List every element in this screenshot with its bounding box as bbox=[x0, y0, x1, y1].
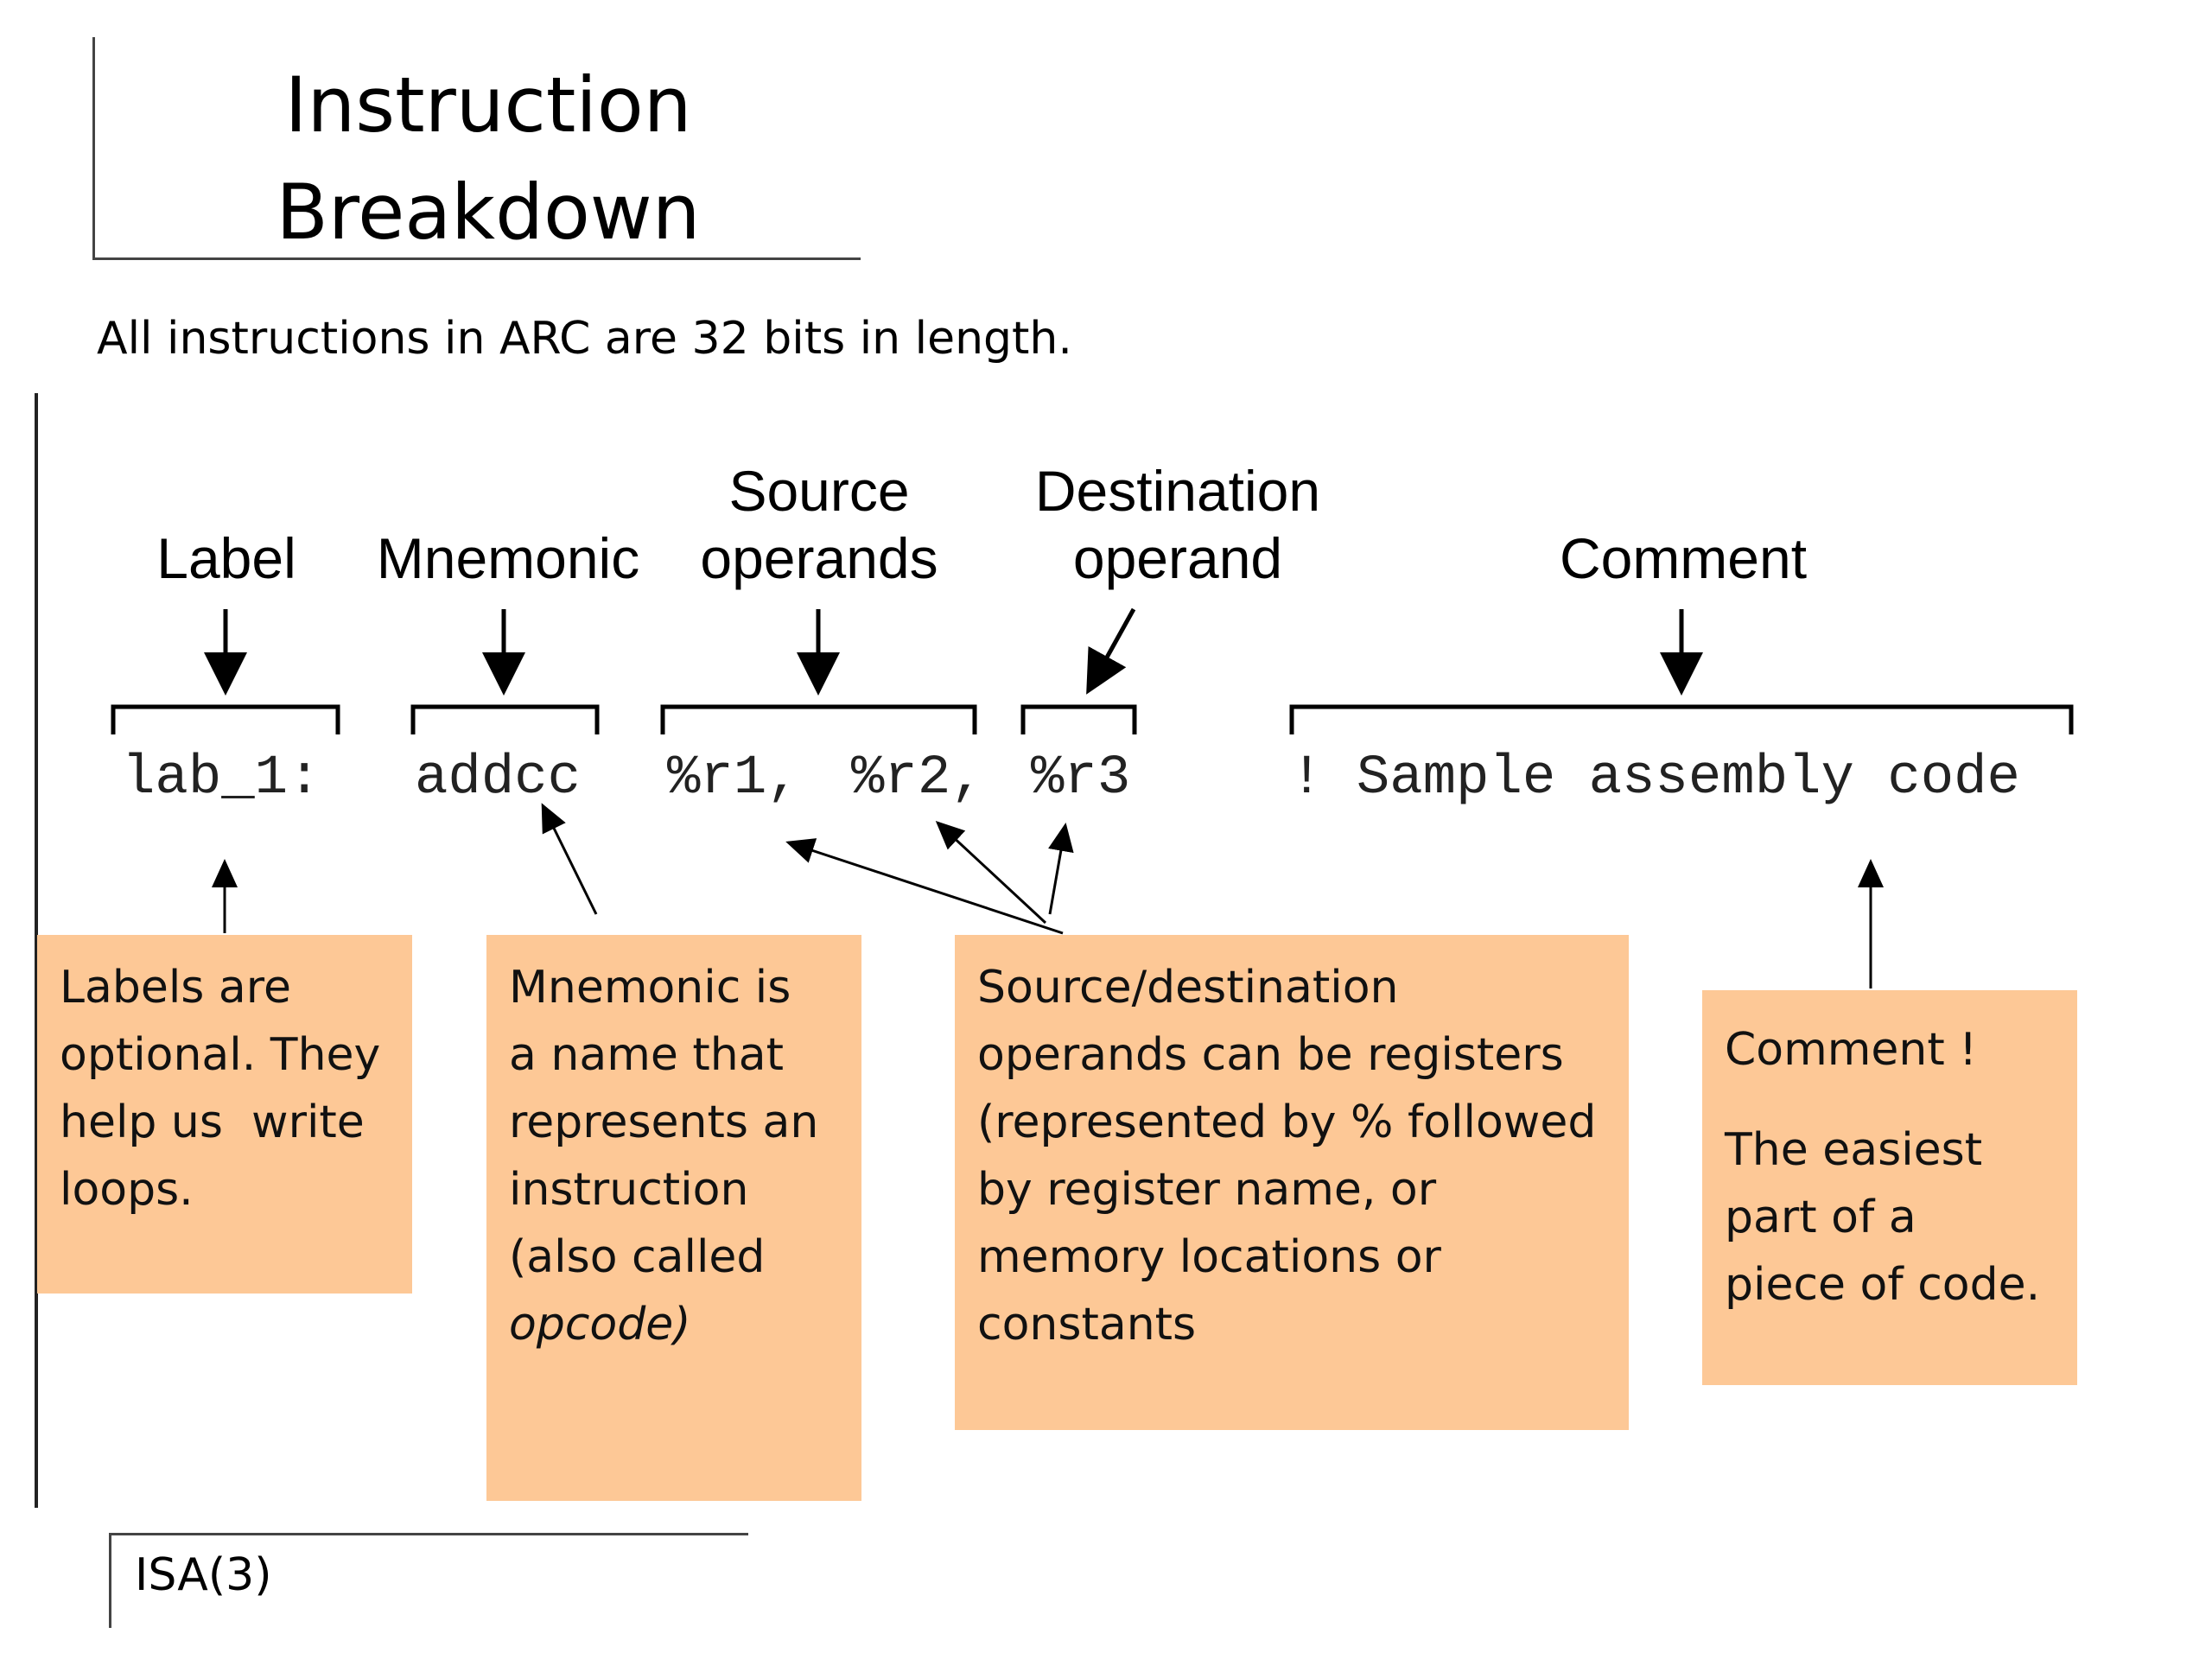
header-source-line-1: Source bbox=[728, 459, 909, 523]
note-line: loops. bbox=[60, 1164, 194, 1216]
note-line: a name that bbox=[509, 1029, 784, 1081]
slide-footer: ISA(3) bbox=[135, 1549, 272, 1601]
arrow-operands-to-r2 bbox=[935, 820, 1047, 925]
footer-frame-vertical-line bbox=[109, 1533, 111, 1628]
bracket-comment bbox=[1289, 704, 2074, 734]
note-line: optional. They bbox=[60, 1029, 381, 1081]
code-source-1: %r1, bbox=[667, 747, 800, 810]
note-line: (represented by % followed bbox=[977, 1096, 1597, 1148]
bracket-destination bbox=[1020, 704, 1137, 734]
note-comment: Comment ! The easiest part of a piece of… bbox=[1702, 990, 2077, 1385]
title-frame-horizontal-line bbox=[92, 257, 861, 260]
title-frame-vertical-line bbox=[92, 37, 95, 260]
left-margin-line bbox=[35, 393, 38, 1508]
arrow-mnemonic-note-up bbox=[541, 803, 598, 915]
bracket-source bbox=[660, 704, 977, 734]
header-mnemonic: Mnemonic bbox=[377, 526, 639, 590]
slide-title: Instruction Breakdown bbox=[164, 52, 812, 266]
note-labels: Labels are optional. They help us write … bbox=[37, 935, 412, 1294]
arrow-operands-to-r1 bbox=[785, 838, 1064, 935]
arrow-operands-to-r3 bbox=[1048, 823, 1074, 915]
note-line: instruction bbox=[509, 1164, 749, 1216]
arrow-destination-down bbox=[1086, 607, 1136, 695]
note-line: help us write bbox=[60, 1096, 365, 1148]
header-destination-line-2: operand bbox=[1073, 526, 1282, 590]
note-line: piece of code. bbox=[1725, 1259, 2041, 1311]
note-line: Source/destination bbox=[977, 962, 1399, 1014]
header-destination-line-1: Destination bbox=[1035, 459, 1320, 523]
note-operands: Source/destination operands can be regis… bbox=[955, 935, 1629, 1430]
slide-subtitle: All instructions in ARC are 32 bits in l… bbox=[97, 313, 1072, 365]
header-source-line-2: operands bbox=[700, 526, 938, 590]
header-comment: Comment bbox=[1560, 526, 1807, 590]
note-mnemonic: Mnemonic is a name that represents an in… bbox=[486, 935, 861, 1501]
note-comment-title: Comment ! bbox=[1725, 1024, 1978, 1076]
code-mnemonic: addcc bbox=[415, 747, 581, 810]
slide-title-line-1: Instruction bbox=[284, 60, 692, 149]
note-line: Mnemonic is bbox=[509, 962, 791, 1014]
note-line: memory locations or bbox=[977, 1231, 1441, 1283]
note-line-italic: opcode) bbox=[509, 1299, 691, 1351]
bracket-label bbox=[111, 704, 340, 734]
header-label: Label bbox=[156, 526, 296, 590]
note-line: The easiest bbox=[1725, 1124, 1983, 1176]
footer-frame-horizontal-line bbox=[109, 1533, 748, 1535]
note-line: Labels are bbox=[60, 962, 291, 1014]
note-line: constants bbox=[977, 1299, 1197, 1351]
note-line: operands can be registers bbox=[977, 1029, 1564, 1081]
note-line: represents an bbox=[509, 1096, 819, 1148]
note-line: (also called bbox=[509, 1231, 766, 1283]
note-line: part of a bbox=[1725, 1192, 1916, 1243]
note-line: by register name, or bbox=[977, 1164, 1437, 1216]
code-destination: %r3 bbox=[1031, 747, 1130, 810]
bracket-mnemonic bbox=[410, 704, 600, 734]
code-source-2: %r2, bbox=[851, 747, 984, 810]
code-label: lab_1: bbox=[122, 747, 321, 810]
code-comment: ! Sample assembly code bbox=[1290, 747, 2020, 810]
slide-title-line-2: Breakdown bbox=[276, 168, 701, 257]
